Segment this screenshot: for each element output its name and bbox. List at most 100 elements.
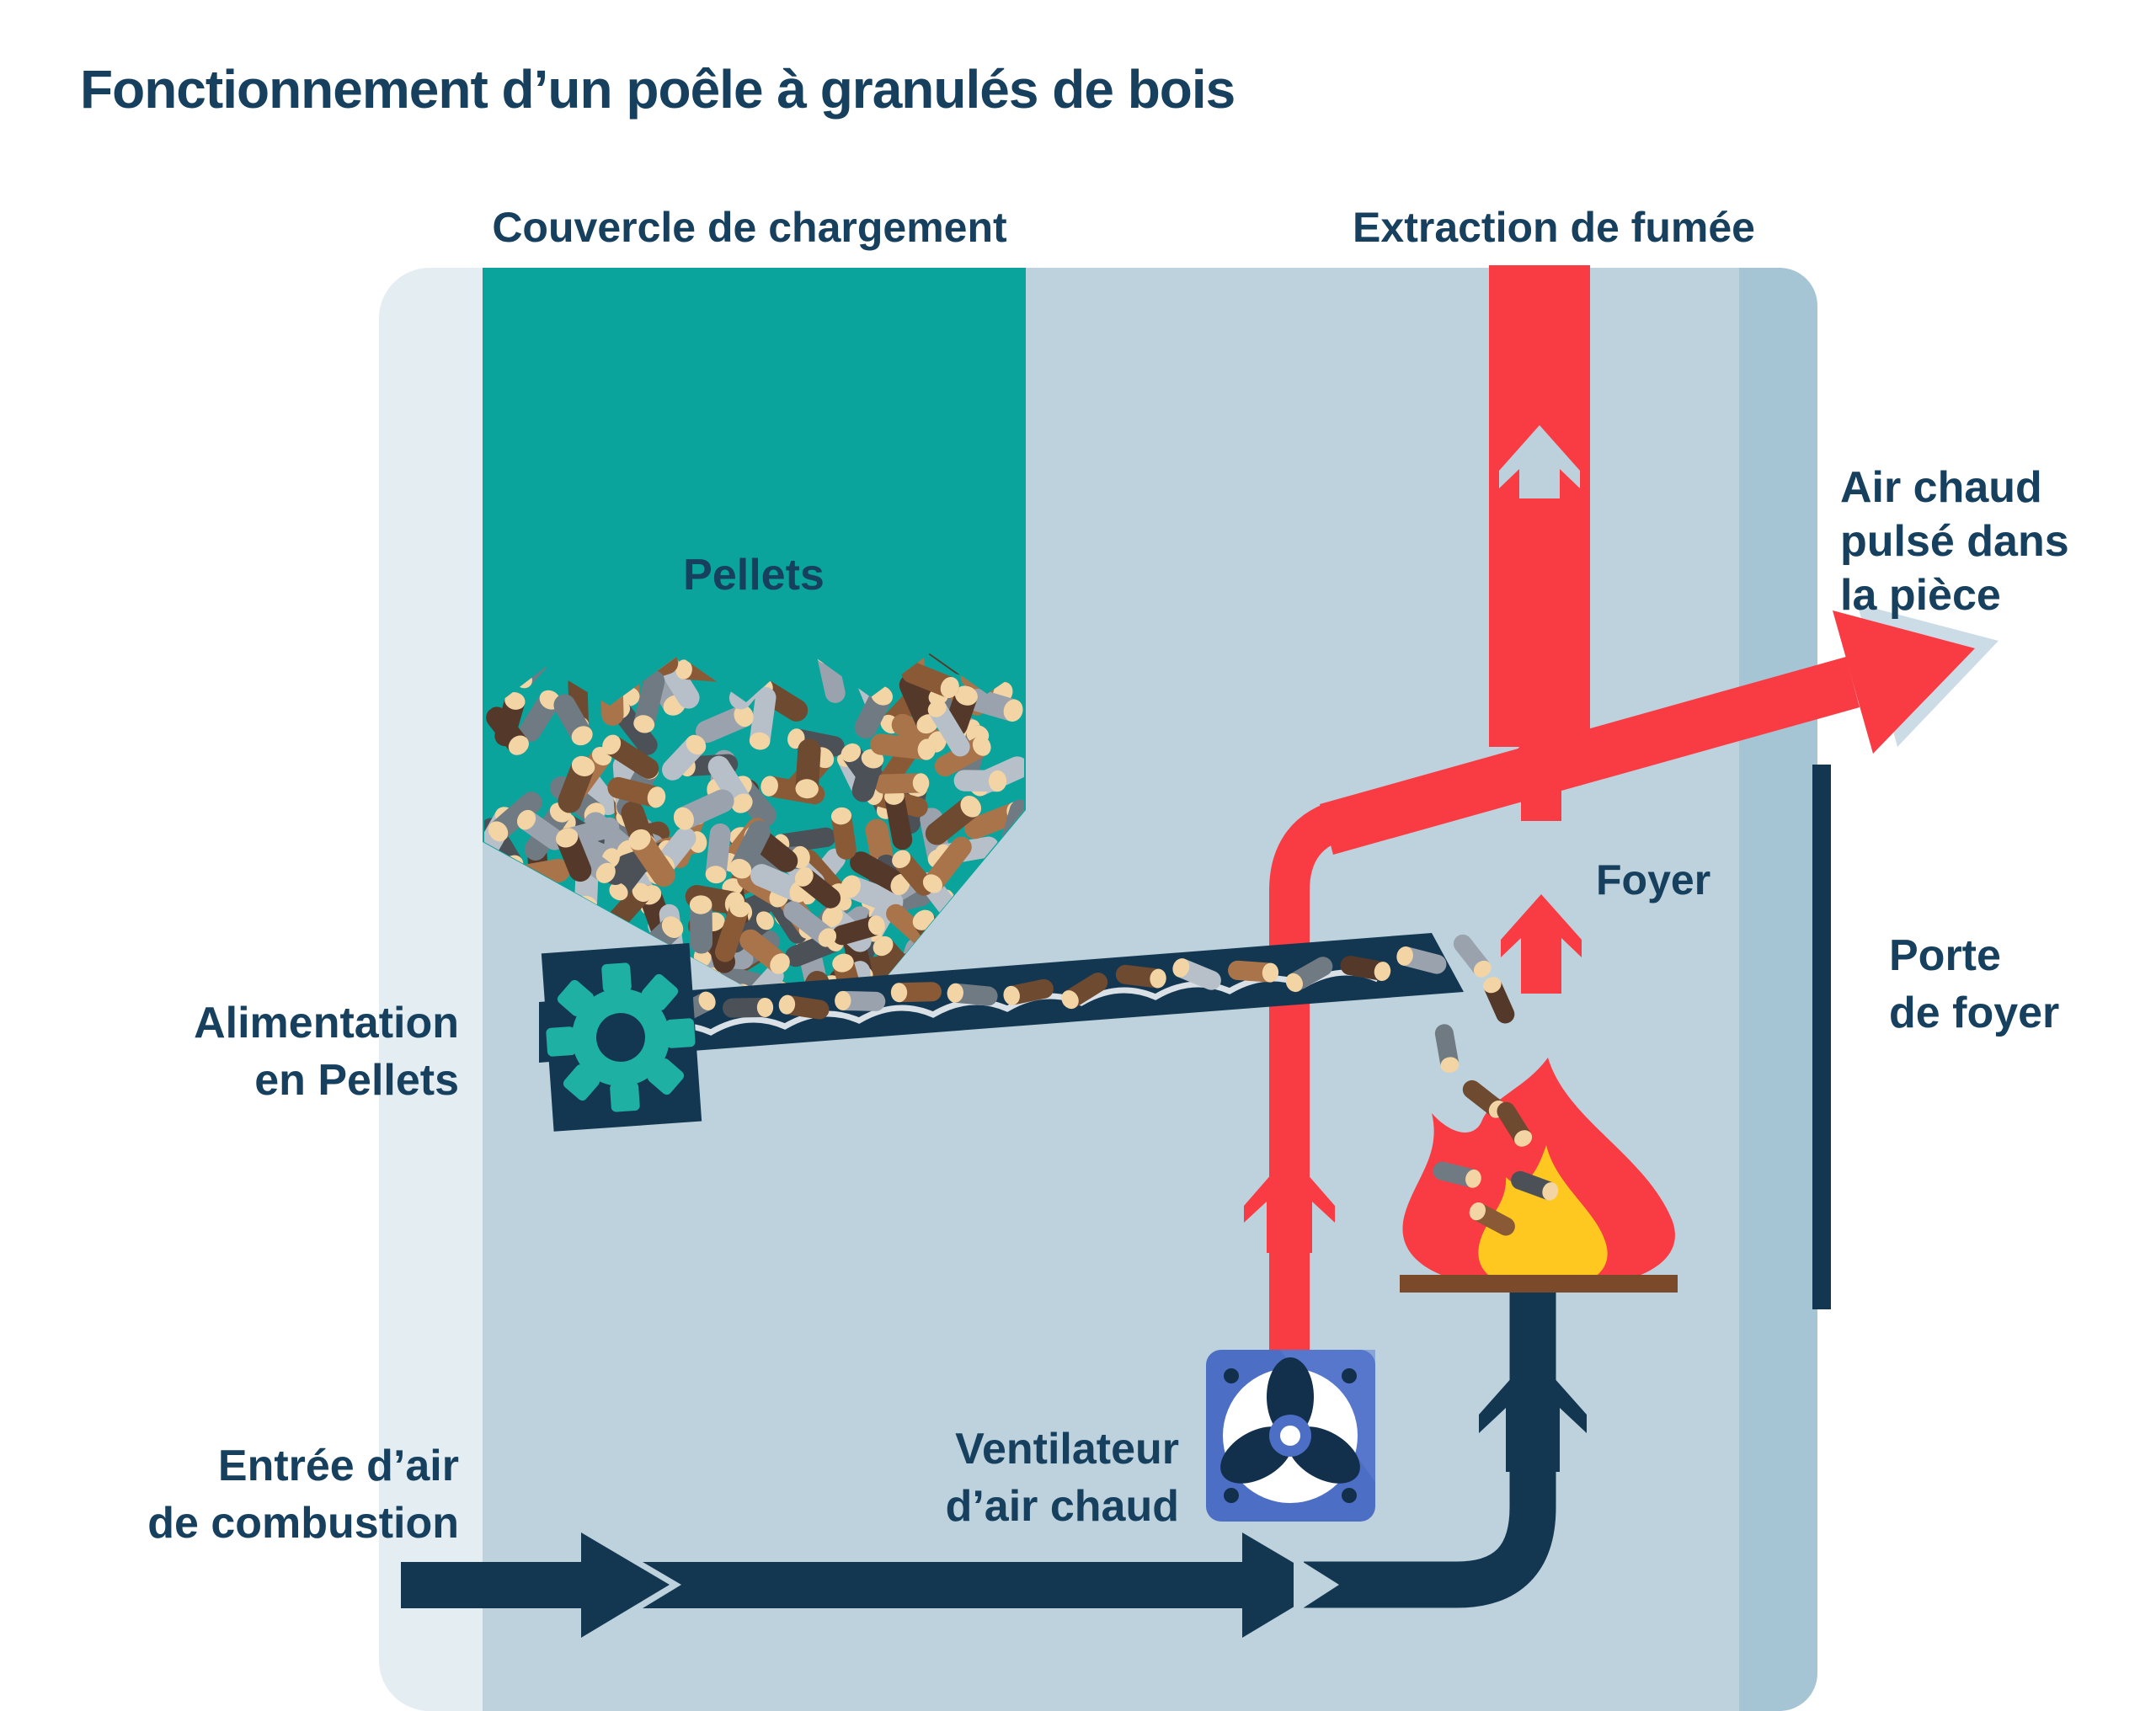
- falling-pellets: [1433, 934, 1559, 1236]
- pellet: [705, 823, 731, 884]
- pellet: [486, 706, 529, 755]
- label-smoke-extraction: Extraction de fumée: [1353, 204, 1755, 251]
- pellet: [934, 735, 991, 777]
- pellet: [1497, 1101, 1533, 1147]
- pellet: [673, 789, 734, 830]
- pellet: [1469, 1202, 1515, 1236]
- label-combustion-air: Entrée d’air de combustion: [147, 1442, 459, 1548]
- pellet: [1434, 1024, 1460, 1073]
- pellet: [556, 828, 592, 882]
- svg-text:en Pellets: en Pellets: [254, 1056, 459, 1105]
- fan-bolt: [1342, 1368, 1357, 1383]
- pellet: [1172, 958, 1221, 990]
- pellet: [795, 738, 821, 799]
- rising-heat-arrow-upper-icon: [1501, 722, 1582, 821]
- pellet: [1228, 960, 1279, 983]
- stove-body-left-highlight: [379, 268, 483, 1711]
- pellet: [794, 867, 841, 909]
- pellet: [1483, 977, 1515, 1024]
- combustion-arrowhead-1: [581, 1532, 670, 1638]
- pellet: [689, 895, 713, 954]
- svg-text:pulsé dans: pulsé dans: [1840, 517, 2069, 566]
- hot-air-arrowhead: [1833, 610, 1975, 754]
- pellet: [707, 755, 753, 813]
- label-hearth: Foyer: [1596, 856, 1710, 903]
- pellet: [662, 734, 707, 781]
- pellet: [516, 809, 566, 850]
- pellet: [1285, 957, 1333, 993]
- combustion-air-path: [401, 1292, 1587, 1638]
- svg-text:de combustion: de combustion: [147, 1499, 459, 1548]
- hot-air-diagonal: [1320, 657, 1860, 855]
- svg-text:Ventilateur: Ventilateur: [955, 1425, 1179, 1474]
- flame-inner: [1478, 1145, 1608, 1290]
- pellet: [966, 688, 1023, 722]
- gear-icon: [546, 962, 696, 1112]
- pellet: [607, 776, 666, 808]
- svg-text:Air chaud: Air chaud: [1840, 463, 2042, 512]
- hearth-grate: [1400, 1275, 1678, 1293]
- pellet: [870, 733, 936, 760]
- fan-bolt: [1342, 1488, 1357, 1503]
- pellet: [832, 915, 885, 946]
- pellet: [835, 990, 886, 1011]
- pellet: [1340, 956, 1391, 982]
- svg-text:Entrée d’air: Entrée d’air: [218, 1442, 459, 1490]
- svg-text:Alimentation: Alimentation: [194, 999, 459, 1047]
- fan-bolt: [1224, 1368, 1239, 1383]
- combustion-arrowhead-3: [1479, 1354, 1587, 1472]
- pellet: [714, 899, 750, 962]
- pellet: [558, 755, 595, 813]
- label-hearth-door: Porte de foyer: [1889, 931, 2059, 1037]
- pellet: [729, 820, 771, 879]
- fan-pipe-chevron-icon: [1244, 1154, 1335, 1253]
- pellet: [1061, 973, 1108, 1010]
- pellet: [925, 796, 982, 845]
- pellet: [602, 734, 659, 779]
- pellet: [488, 792, 542, 842]
- label-hot-air-room: Air chaud pulsé dans la pièce: [1840, 463, 2069, 620]
- flame: [1402, 1058, 1675, 1290]
- pellet: [922, 836, 972, 893]
- pellet: [1511, 1170, 1559, 1201]
- hearth-door-line: [1812, 765, 1831, 1309]
- pellet: [633, 670, 665, 733]
- pellet: [1396, 946, 1447, 974]
- pellet: [739, 929, 790, 974]
- svg-text:la pièce: la pièce: [1840, 571, 2001, 620]
- pellet: [850, 851, 910, 896]
- label-pellets: Pellets: [683, 551, 825, 600]
- pellet: [778, 994, 830, 1020]
- fan-blades-icon: [1220, 1357, 1360, 1484]
- pellet: [901, 661, 959, 698]
- pellet: [695, 705, 754, 744]
- pellet: [947, 983, 998, 1006]
- pellet: [890, 982, 942, 1003]
- pellet: [1453, 934, 1492, 978]
- label-hot-air-fan: Ventilateur d’air chaud: [946, 1425, 1179, 1531]
- fan-bolt: [1224, 1488, 1239, 1503]
- page-title: Fonctionnement d’un poêle à granulés de …: [80, 59, 1235, 120]
- rising-heat-arrow-lower-icon: [1501, 894, 1582, 994]
- pellet: [783, 901, 837, 947]
- pellet: [553, 694, 593, 746]
- smoke-arrow-icon: [1499, 425, 1580, 498]
- auger-motor: [541, 943, 702, 1132]
- pellet: [927, 700, 970, 757]
- pellet: [1003, 978, 1054, 1005]
- pellet: [830, 807, 857, 860]
- hot-air-fan: [1206, 1350, 1375, 1522]
- smoke-pipe: [1489, 265, 1590, 747]
- label-pellet-feed: Alimentation en Pellets: [194, 999, 459, 1105]
- label-hopper-lid: Couvercle de chargement: [492, 204, 1007, 251]
- svg-text:Porte: Porte: [1889, 931, 2001, 980]
- pellet: [749, 687, 776, 750]
- pellet: [873, 773, 930, 794]
- pellet: [1433, 1161, 1481, 1188]
- pellet: [723, 997, 774, 1018]
- stove-body-right-shade: [1739, 268, 1817, 1711]
- svg-text:d’air chaud: d’air chaud: [946, 1482, 1179, 1531]
- pellet: [1115, 964, 1166, 989]
- pellet: [953, 770, 1007, 792]
